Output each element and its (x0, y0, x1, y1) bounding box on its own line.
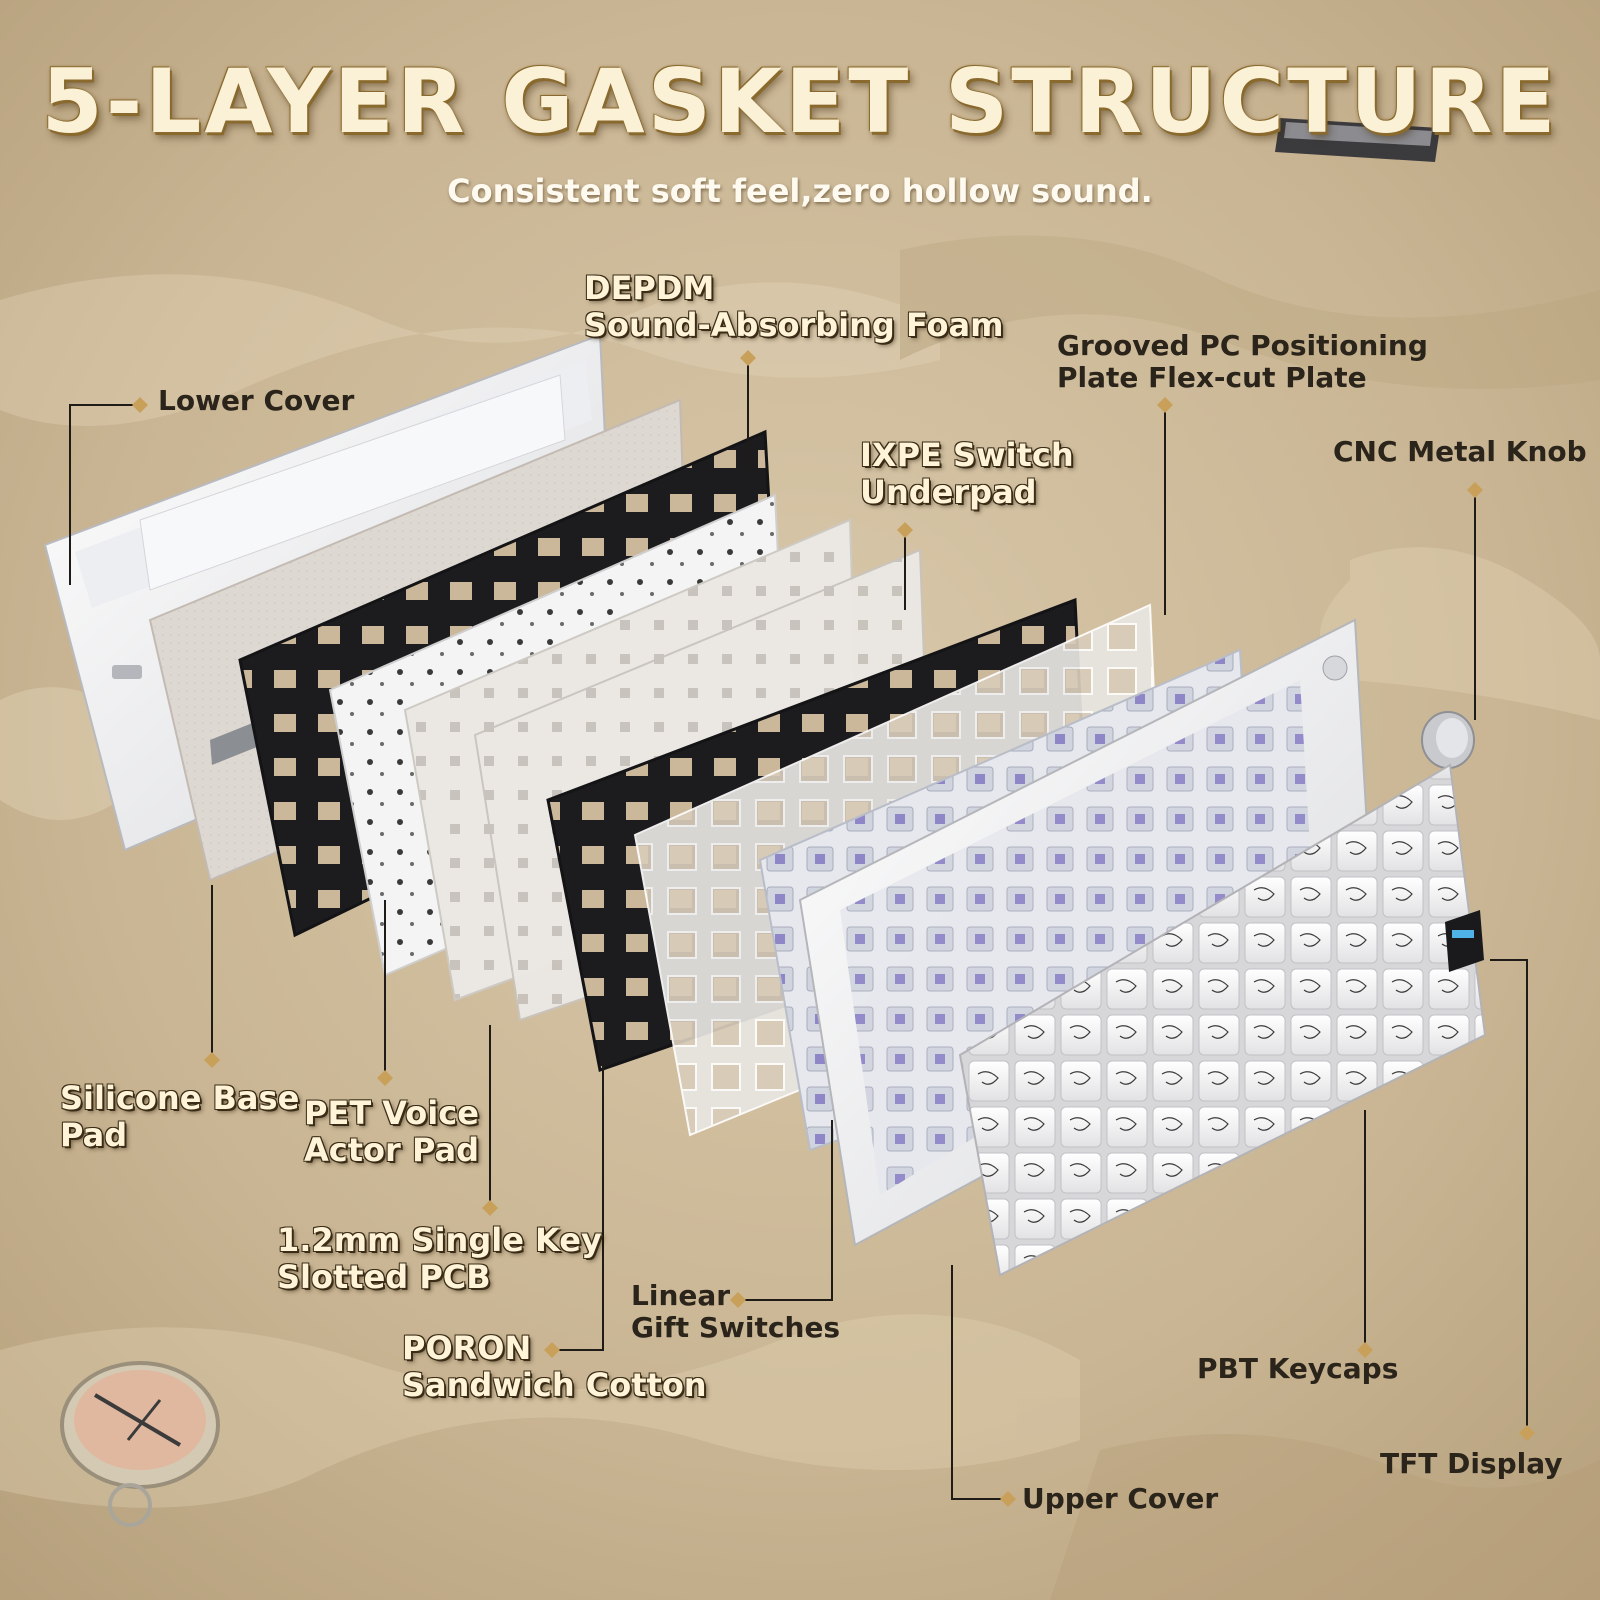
label-silicone-pad: Silicone Base Pad (60, 1080, 299, 1154)
label-pcb: 1.2mm Single Key Slotted PCB (277, 1222, 602, 1296)
mini-keyboard-photo (1275, 118, 1440, 162)
label-silicone-line1: Silicone Base (60, 1079, 300, 1117)
marker-lower-cover (132, 397, 148, 413)
compass-prop (60, 1361, 220, 1527)
leader-tft (1490, 959, 1528, 1433)
marker-silicone (204, 1052, 220, 1068)
label-tft-display-text: TFT Display (1380, 1447, 1563, 1480)
label-pcb-line1: 1.2mm Single Key (277, 1221, 602, 1259)
label-poron-line1: PORON (402, 1329, 532, 1367)
page-title: 5-LAYER GASKET STRUCTURE (41, 50, 1559, 153)
label-cnc-knob: CNC Metal Knob (1333, 435, 1587, 468)
marker-grooved-plate (1157, 397, 1173, 413)
label-pbt-keycaps: PBT Keycaps (1197, 1352, 1399, 1385)
label-grooved-plate: Grooved PC Positioning Plate Flex-cut Pl… (1057, 329, 1428, 395)
label-poron-cotton: PORON Sandwich Cotton (402, 1330, 707, 1404)
label-lower-cover-text: Lower Cover (158, 384, 355, 417)
marker-upper-cover (1000, 1491, 1016, 1507)
label-pet-line1: PET Voice (304, 1094, 479, 1132)
cnc-knob-illustration (1421, 711, 1475, 769)
label-poron-line2: Sandwich Cotton (402, 1365, 707, 1404)
marker-poron (544, 1342, 560, 1358)
label-depdm-line2: Sound-Absorbing Foam (584, 305, 1004, 344)
marker-tft (1519, 1425, 1535, 1441)
label-pet-pad: PET Voice Actor Pad (304, 1095, 479, 1169)
leader-lines (69, 358, 1528, 1500)
label-upper-cover-text: Upper Cover (1022, 1482, 1219, 1515)
label-pbt-keycaps-text: PBT Keycaps (1197, 1352, 1399, 1385)
label-depdm-foam: DEPDM Sound-Absorbing Foam (584, 270, 1003, 344)
diamond-markers (132, 350, 1535, 1507)
label-depdm-line1: DEPDM (584, 269, 715, 307)
label-grooved-plate-line2: Plate Flex-cut Plate (1057, 361, 1367, 395)
marker-switches (730, 1292, 746, 1308)
label-switches-line1: Linear (631, 1279, 731, 1312)
label-cnc-knob-text: CNC Metal Knob (1333, 435, 1587, 468)
marker-keycaps (1357, 1342, 1373, 1358)
label-ixpe-line2: Underpad (860, 472, 1037, 511)
label-silicone-line2: Pad (60, 1115, 128, 1154)
label-pet-line2: Actor Pad (304, 1130, 480, 1169)
marker-ixpe (897, 522, 913, 538)
label-switches-line2: Gift Switches (631, 1311, 841, 1345)
label-upper-cover: Upper Cover (1022, 1482, 1219, 1515)
marker-pet (377, 1070, 393, 1086)
tft-display-screen (1445, 910, 1484, 972)
leader-poron (552, 1060, 604, 1351)
cover-port (112, 665, 142, 679)
camo-texture (0, 235, 1600, 1600)
tft-screen-glow (1452, 930, 1474, 938)
label-pcb-line2: Slotted PCB (277, 1257, 491, 1296)
marker-pcb (482, 1200, 498, 1216)
leader-lower-cover (69, 404, 138, 585)
marker-knob (1467, 482, 1483, 498)
page-subtitle: Consistent soft feel,zero hollow sound. (447, 172, 1153, 210)
frame-knob-hole (1322, 655, 1348, 681)
label-grooved-plate-line1: Grooved PC Positioning (1057, 329, 1428, 362)
leader-switches (738, 1120, 833, 1301)
label-ixpe-underpad: IXPE Switch Underpad (860, 437, 1074, 511)
marker-depdm (740, 350, 756, 366)
label-lower-cover: Lower Cover (158, 384, 355, 417)
label-linear-switches: Linear Gift Switches (631, 1279, 841, 1345)
leader-upper-cover (951, 1265, 1008, 1500)
pbt-keycaps-block (958, 763, 1487, 1277)
label-tft-display: TFT Display (1380, 1447, 1563, 1480)
label-ixpe-line1: IXPE Switch (860, 436, 1074, 474)
